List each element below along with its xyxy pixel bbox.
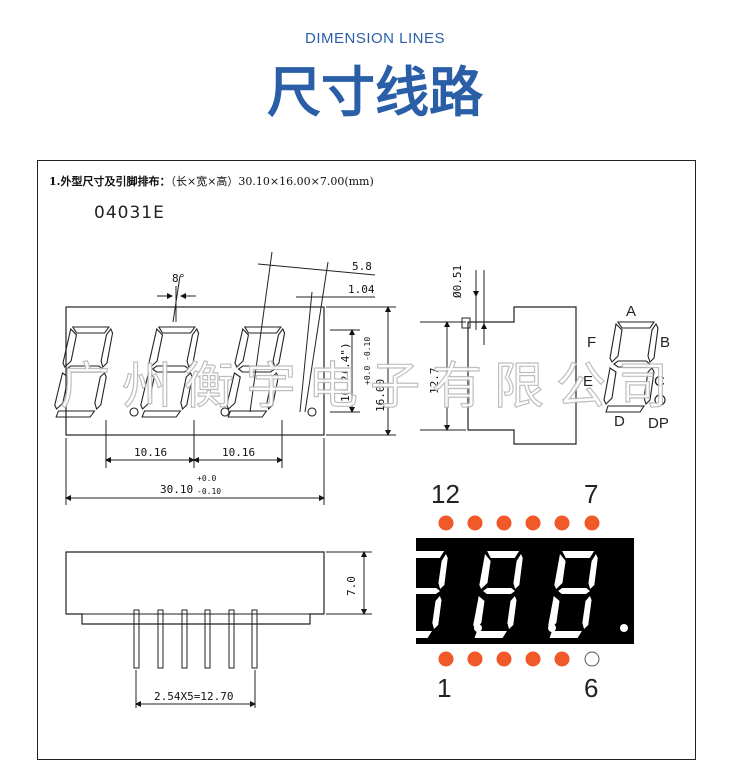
seg-label-f: F [587,334,596,351]
technical-drawing: 8° 5.8 1.04 10.16 10.16 30.10 +0.0 -0.10 [53,251,680,708]
spec-line: 1.外型尺寸及引脚排布：（长×宽×高）30.10×16.00×7.00(mm) [49,173,374,189]
side-view: Ø0.51 12.7 [420,265,577,445]
dim-16-00-tol: +0.0 -0.10 [363,337,372,385]
spec-detail: （长×宽×高）30.10×16.00×7.00(mm) [170,175,374,188]
seg-label-e: E [583,373,593,390]
dim-1-04: 1.04 [348,283,375,296]
dim-10-16-b: 10.16 [222,446,255,459]
seg-label-d: D [614,413,625,430]
subtitle: DIMENSION LINES [304,30,446,47]
seg-label-b: B [660,334,670,351]
dim-pin-pitch: 2.54X5=12.70 [154,690,233,703]
pin-label-7: 7 [584,479,598,509]
dim-10-2: 10.2(.4") [339,342,352,402]
dim-tol-minus: -0.10 [197,487,221,496]
pin-side-view: 2.54X5=12.70 7.0 [65,551,372,708]
seg-label-dp: DP [648,415,669,432]
dim-7-0: 7.0 [345,576,358,596]
bottom-pin-dots [438,651,570,667]
seg-label-a: A [626,303,636,320]
pin-6-dot [584,651,600,667]
dim-16-00: 16.00 [374,379,387,412]
watermark: 广州衡宇电子有限公司 [60,357,680,415]
display-pinout: 12 7 1 6 [397,479,634,703]
seg-label-c: C [654,373,665,390]
spec-heading: 1.外型尺寸及引脚排布： [49,175,171,188]
pin-label-6: 6 [584,673,598,703]
dim-10-16-a: 10.16 [134,446,167,459]
dim-tol-plus: +0.0 [197,474,216,483]
part-number: 04031E [94,203,165,223]
dim-5-8: 5.8 [352,260,372,273]
dim-0-51: Ø0.51 [451,265,464,298]
pin-label-1: 1 [437,673,451,703]
pin-label-12: 12 [431,479,460,509]
dim-30-10: 30.10 [160,483,193,496]
display-body [416,538,634,644]
front-view: 8° 5.8 1.04 10.16 10.16 30.10 +0.0 -0.10 [53,251,396,505]
segment-diagram: A B C D E F DP [583,303,670,432]
page-title: 尺寸线路 [267,61,483,124]
dim-angle: 8° [172,272,185,285]
dim-12-7: 12.7 [428,368,441,395]
top-pin-dots [438,515,600,531]
